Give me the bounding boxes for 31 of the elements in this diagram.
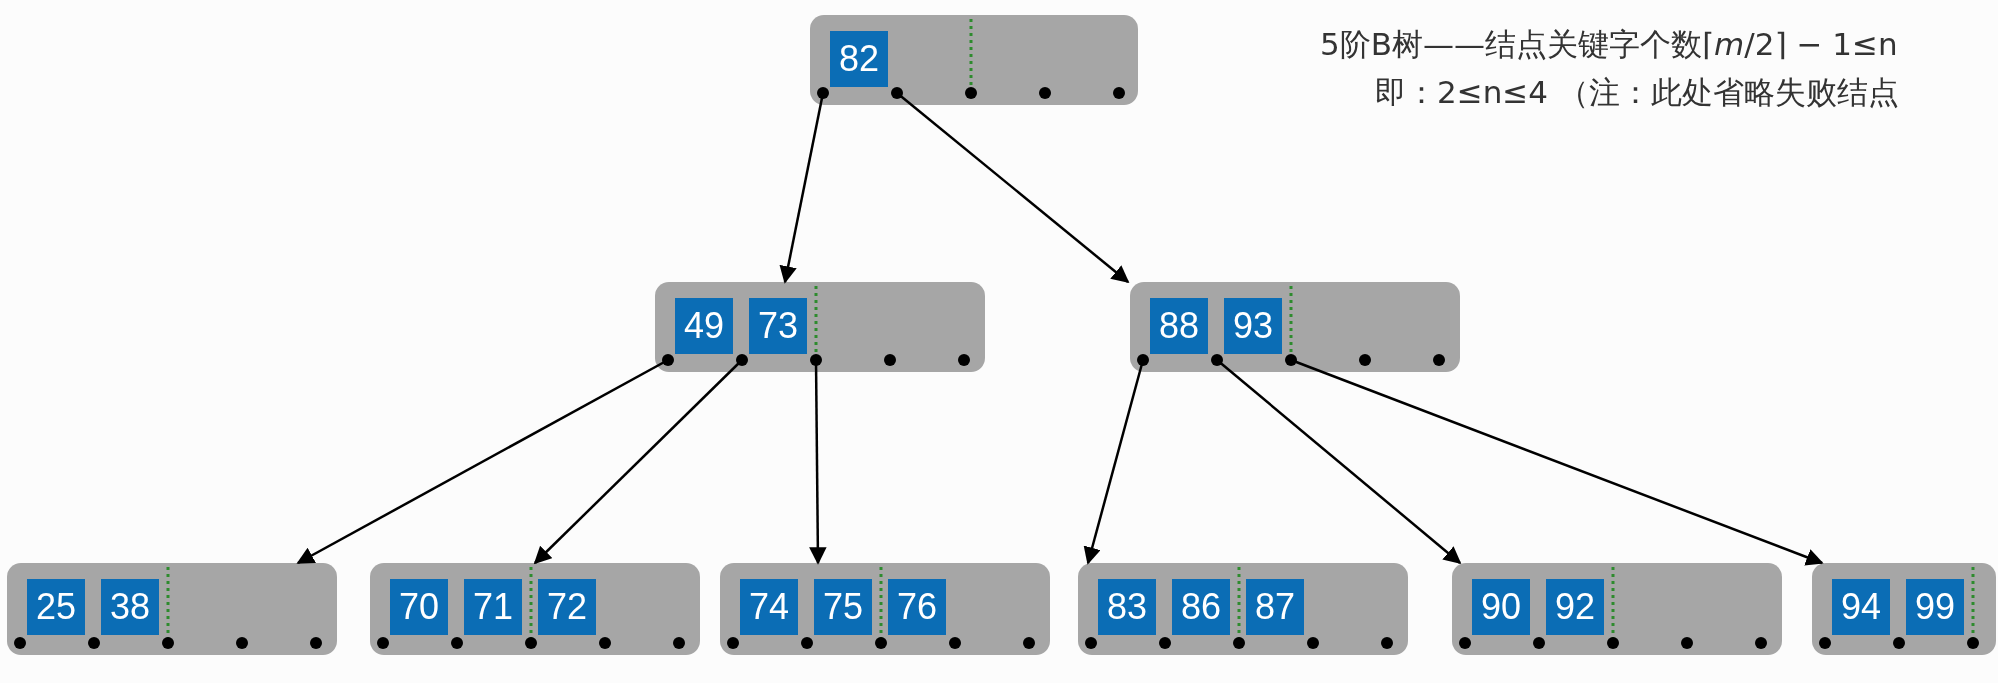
key-box: 76: [888, 579, 946, 635]
key-box: 87: [1246, 579, 1304, 635]
key-box: 90: [1472, 579, 1530, 635]
key-box: 92: [1546, 579, 1604, 635]
tree-node-box: [1452, 563, 1782, 655]
key-box: 72: [538, 579, 596, 635]
key-box: 25: [27, 579, 85, 635]
key-box: 75: [814, 579, 872, 635]
tree-node-box: [720, 563, 1050, 655]
key-box: 38: [101, 579, 159, 635]
key-box: 73: [749, 298, 807, 354]
note-text: 即：2≤n≤4 （注：此处省略失败结点: [1375, 73, 1899, 112]
tree-node-box: [7, 563, 337, 655]
tree-node-box: [655, 282, 985, 372]
tree-node-box: [1130, 282, 1460, 372]
key-box: 49: [675, 298, 733, 354]
key-box: 83: [1098, 579, 1156, 635]
key-box: 86: [1172, 579, 1230, 635]
key-box: 99: [1906, 579, 1964, 635]
key-box: 94: [1832, 579, 1890, 635]
key-box: 74: [740, 579, 798, 635]
tree-node-box: [370, 563, 700, 655]
key-box: 93: [1224, 298, 1282, 354]
key-box: 88: [1150, 298, 1208, 354]
tree-node-box: [810, 15, 1138, 105]
key-box: 71: [464, 579, 522, 635]
tree-node-box: [1812, 563, 1996, 655]
note-text: 5阶B树——结点关键字个数⌈m/2⌉ − 1≤n: [1320, 25, 1898, 64]
tree-node-box: [1078, 563, 1408, 655]
key-box: 70: [390, 579, 448, 635]
key-box: 82: [830, 31, 888, 87]
